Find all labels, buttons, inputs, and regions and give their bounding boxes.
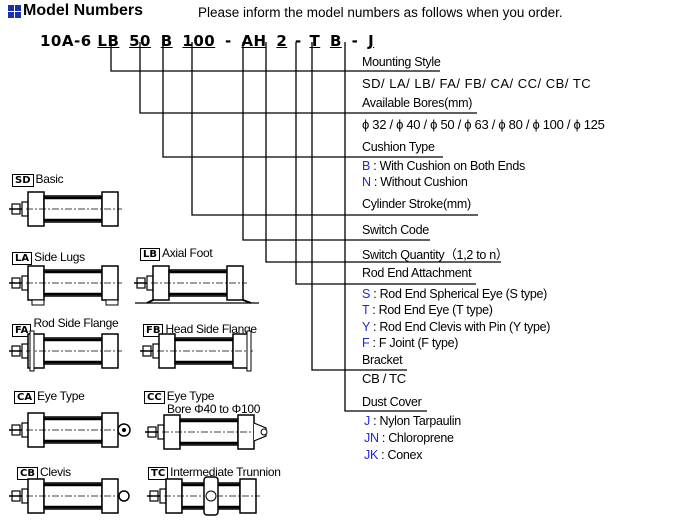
code-mounting: LB bbox=[97, 32, 120, 50]
cylinder-cc bbox=[143, 413, 268, 451]
connector-switch-code bbox=[242, 42, 430, 241]
mount-note-cc: Bore Φ40 to Φ100 bbox=[167, 402, 261, 416]
connector-switch-qty bbox=[265, 42, 501, 263]
rod-end-option-s: S : Rod End Spherical Eye (S type) bbox=[362, 287, 548, 301]
connector-stroke bbox=[191, 42, 478, 216]
code-stroke: 100 bbox=[182, 32, 216, 50]
dust-cover-label: Dust Cover bbox=[362, 395, 422, 409]
cylinder-ca bbox=[7, 411, 131, 449]
cylinder-sd bbox=[7, 190, 124, 228]
switch-code-label: Switch Code bbox=[362, 223, 429, 237]
dust-cover-option-jn: JN : Chloroprene bbox=[364, 431, 454, 445]
rod-end-attachment-label: Rod End Attachment bbox=[362, 266, 472, 280]
cylinder-tc bbox=[145, 476, 262, 516]
rod-end-option-t: T : Rod End Eye (T type) bbox=[362, 303, 493, 317]
cylinder-la bbox=[7, 264, 124, 306]
connector-bore bbox=[139, 42, 477, 114]
code-cushion: B bbox=[160, 32, 173, 50]
dust-cover-option-jk: JK : Conex bbox=[364, 448, 423, 462]
cushion-option-n: N : Without Cushion bbox=[362, 175, 468, 189]
dust-cover-option-j: J : Nylon Tarpaulin bbox=[364, 414, 461, 428]
code-bracket: B bbox=[329, 32, 342, 50]
connector-dust-cover bbox=[344, 42, 427, 412]
code-prefix: 10A-6 bbox=[40, 32, 92, 50]
mounting-style-values: SD/ LA/ LB/ FA/ FB/ CA/ CC/ CB/ TC bbox=[362, 76, 592, 91]
bracket-label: Bracket bbox=[362, 353, 403, 367]
grid-bullet-icon bbox=[8, 4, 21, 18]
connector-rod-end bbox=[295, 42, 476, 285]
code-switch-qty: 2 bbox=[276, 32, 288, 50]
order-instruction: Please inform the model numbers as follo… bbox=[198, 5, 563, 20]
bracket-values: CB / TC bbox=[362, 371, 406, 386]
code-dash-2: - bbox=[295, 32, 302, 50]
code-rod-end: T bbox=[309, 32, 321, 50]
cylinder-stroke-label: Cylinder Stroke(mm) bbox=[362, 197, 471, 211]
mounting-style-label: Mounting Style bbox=[362, 55, 441, 69]
cushion-type-label: Cushion Type bbox=[362, 140, 435, 154]
switch-quantity-label: Switch Quantity（1,2 to n） bbox=[362, 248, 509, 262]
code-dash-3: - bbox=[351, 32, 359, 50]
code-dash-1: - bbox=[224, 32, 232, 50]
code-dust-cover: J bbox=[368, 32, 375, 50]
cushion-option-b: B : With Cushion on Both Ends bbox=[362, 159, 525, 173]
page-title: Model Numbers bbox=[8, 2, 143, 20]
mount-label-fa: FARod Side Flange bbox=[12, 314, 119, 337]
rod-end-option-y: Y : Rod End Clevis with Pin (Y type) bbox=[362, 320, 551, 334]
connector-cushion bbox=[162, 42, 443, 158]
available-bores-label: Available Bores(mm) bbox=[362, 96, 473, 110]
available-bores-values: ϕ 32 / ϕ 40 / ϕ 50 / ϕ 63 / ϕ 80 / ϕ 100… bbox=[362, 117, 605, 132]
code-bore: 50 bbox=[129, 32, 151, 50]
connector-bracket bbox=[311, 42, 407, 371]
connector-mounting bbox=[110, 42, 440, 72]
cylinder-cb bbox=[7, 477, 130, 515]
rod-end-option-f: F : F Joint (F type) bbox=[362, 336, 459, 350]
cylinder-lb bbox=[132, 264, 259, 304]
cylinder-fb bbox=[138, 330, 255, 372]
model-code: 10A-6 LB 50 B 100 - AH 2 - T B - J bbox=[40, 32, 374, 50]
cylinder-fa bbox=[7, 330, 124, 372]
code-switch: AH bbox=[241, 32, 267, 50]
page-title-text: Model Numbers bbox=[23, 2, 144, 19]
